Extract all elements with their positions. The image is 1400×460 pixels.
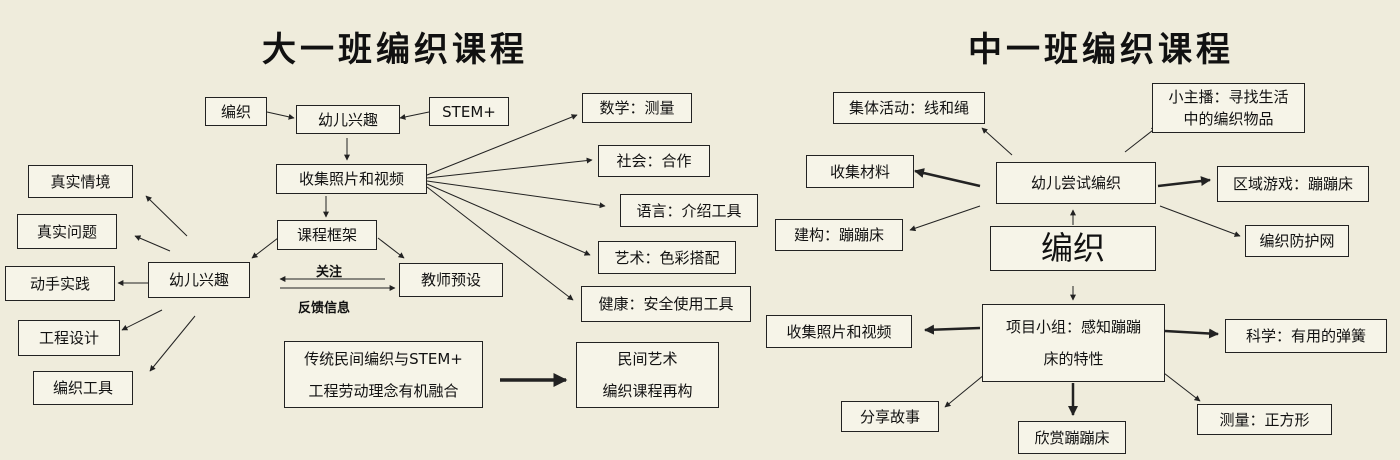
left-weave-box: 编织 bbox=[205, 97, 267, 126]
left-folk-box: 民间艺术 编织课程再构 bbox=[576, 342, 719, 408]
right-area-game-box: 区域游戏：蹦蹦床 bbox=[1217, 166, 1369, 202]
right-measure-box: 测量：正方形 bbox=[1197, 404, 1332, 435]
right-story-box: 分享故事 bbox=[841, 401, 939, 432]
left-fusion-box: 传统民间编织与STEM+ 工程劳动理念有机融合 bbox=[284, 341, 483, 408]
arrow-interest-problem bbox=[134, 235, 171, 252]
arrow-project-science bbox=[1164, 328, 1219, 339]
arrow-collect-math bbox=[426, 114, 578, 176]
right-project-line1: 项目小组：感知蹦蹦 bbox=[1005, 318, 1141, 336]
arrow-collect-health bbox=[426, 186, 574, 301]
arrow-weave-interest bbox=[266, 111, 295, 120]
right-net-box: 编织防护网 bbox=[1245, 225, 1349, 257]
arrow-framework-interest bbox=[251, 237, 279, 259]
left-health-box: 健康：安全使用工具 bbox=[581, 286, 751, 322]
right-project-line2: 床的特性 bbox=[1043, 350, 1104, 368]
left-collect-box: 收集照片和视频 bbox=[276, 164, 427, 194]
right-host-line1: 小主播：寻找生活 bbox=[1168, 88, 1289, 106]
right-build-box: 建构：蹦蹦床 bbox=[775, 219, 903, 251]
right-collect-photos-box: 收集照片和视频 bbox=[766, 315, 912, 348]
arrow-interest-tools bbox=[149, 315, 196, 372]
left-fusion-line2: 工程劳动理念有机融合 bbox=[308, 381, 459, 400]
left-folk-line2: 编织课程再构 bbox=[602, 382, 693, 400]
arrow-interest-situation bbox=[145, 195, 188, 237]
right-host-line2: 中的编织物品 bbox=[1183, 110, 1274, 128]
left-stem-box: STEM+ bbox=[429, 97, 509, 126]
arrow-stem-interest bbox=[399, 111, 430, 120]
arrow-framework-teacher bbox=[377, 237, 405, 259]
right-project-box: 项目小组：感知蹦蹦 床的特性 bbox=[982, 304, 1165, 382]
right-title: 中一班编织课程 bbox=[968, 30, 1234, 70]
right-collect-materials-box: 收集材料 bbox=[806, 155, 914, 188]
left-fusion-line1: 传统民间编织与STEM+ bbox=[304, 349, 463, 368]
arrow-collect-society bbox=[426, 157, 593, 179]
left-hands-on-box: 动手实践 bbox=[5, 266, 115, 301]
right-group-activity-box: 集体活动：线和绳 bbox=[833, 92, 985, 124]
left-title: 大一班编织课程 bbox=[262, 30, 528, 70]
right-try-weave-box: 幼儿尝试编织 bbox=[996, 162, 1156, 204]
left-society-box: 社会：合作 bbox=[598, 145, 710, 177]
arrow-interest-engineering bbox=[121, 309, 163, 331]
left-interest-top-box: 幼儿兴趣 bbox=[296, 105, 400, 134]
right-host-box: 小主播：寻找生活 中的编织物品 bbox=[1152, 83, 1305, 133]
left-math-box: 数学：测量 bbox=[582, 93, 692, 123]
arrow-try-net bbox=[1159, 205, 1241, 237]
arrow-try-host bbox=[1124, 126, 1158, 153]
left-art-box: 艺术：色彩搭配 bbox=[598, 241, 736, 274]
arrow-try-group bbox=[981, 127, 1013, 156]
left-interest-mid-box: 幼儿兴趣 bbox=[148, 262, 250, 298]
left-teacher-box: 教师预设 bbox=[399, 263, 503, 297]
arrow-try-collect bbox=[914, 168, 981, 188]
arrow-project-measure bbox=[1159, 369, 1201, 402]
left-real-problem-box: 真实问题 bbox=[17, 214, 117, 249]
left-tools-box: 编织工具 bbox=[33, 371, 133, 405]
right-weave-center-box: 编织 bbox=[990, 226, 1156, 271]
left-engineering-box: 工程设计 bbox=[18, 320, 120, 356]
right-science-box: 科学：有用的弹簧 bbox=[1225, 319, 1387, 353]
left-folk-line1: 民间艺术 bbox=[617, 350, 678, 368]
right-appreciate-box: 欣赏蹦蹦床 bbox=[1018, 421, 1126, 454]
arrow-collect-art bbox=[426, 183, 591, 256]
left-framework-box: 课程框架 bbox=[277, 220, 377, 250]
label-feedback: 反馈信息 bbox=[298, 301, 351, 316]
arrow-try-area bbox=[1157, 176, 1211, 188]
label-attention: 关注 bbox=[316, 265, 343, 280]
left-real-situation-box: 真实情境 bbox=[28, 165, 133, 198]
arrow-collect-language bbox=[426, 180, 606, 209]
arrow-project-collect bbox=[924, 324, 981, 335]
left-language-box: 语言：介绍工具 bbox=[620, 194, 758, 227]
arrow-try-build bbox=[909, 205, 981, 232]
